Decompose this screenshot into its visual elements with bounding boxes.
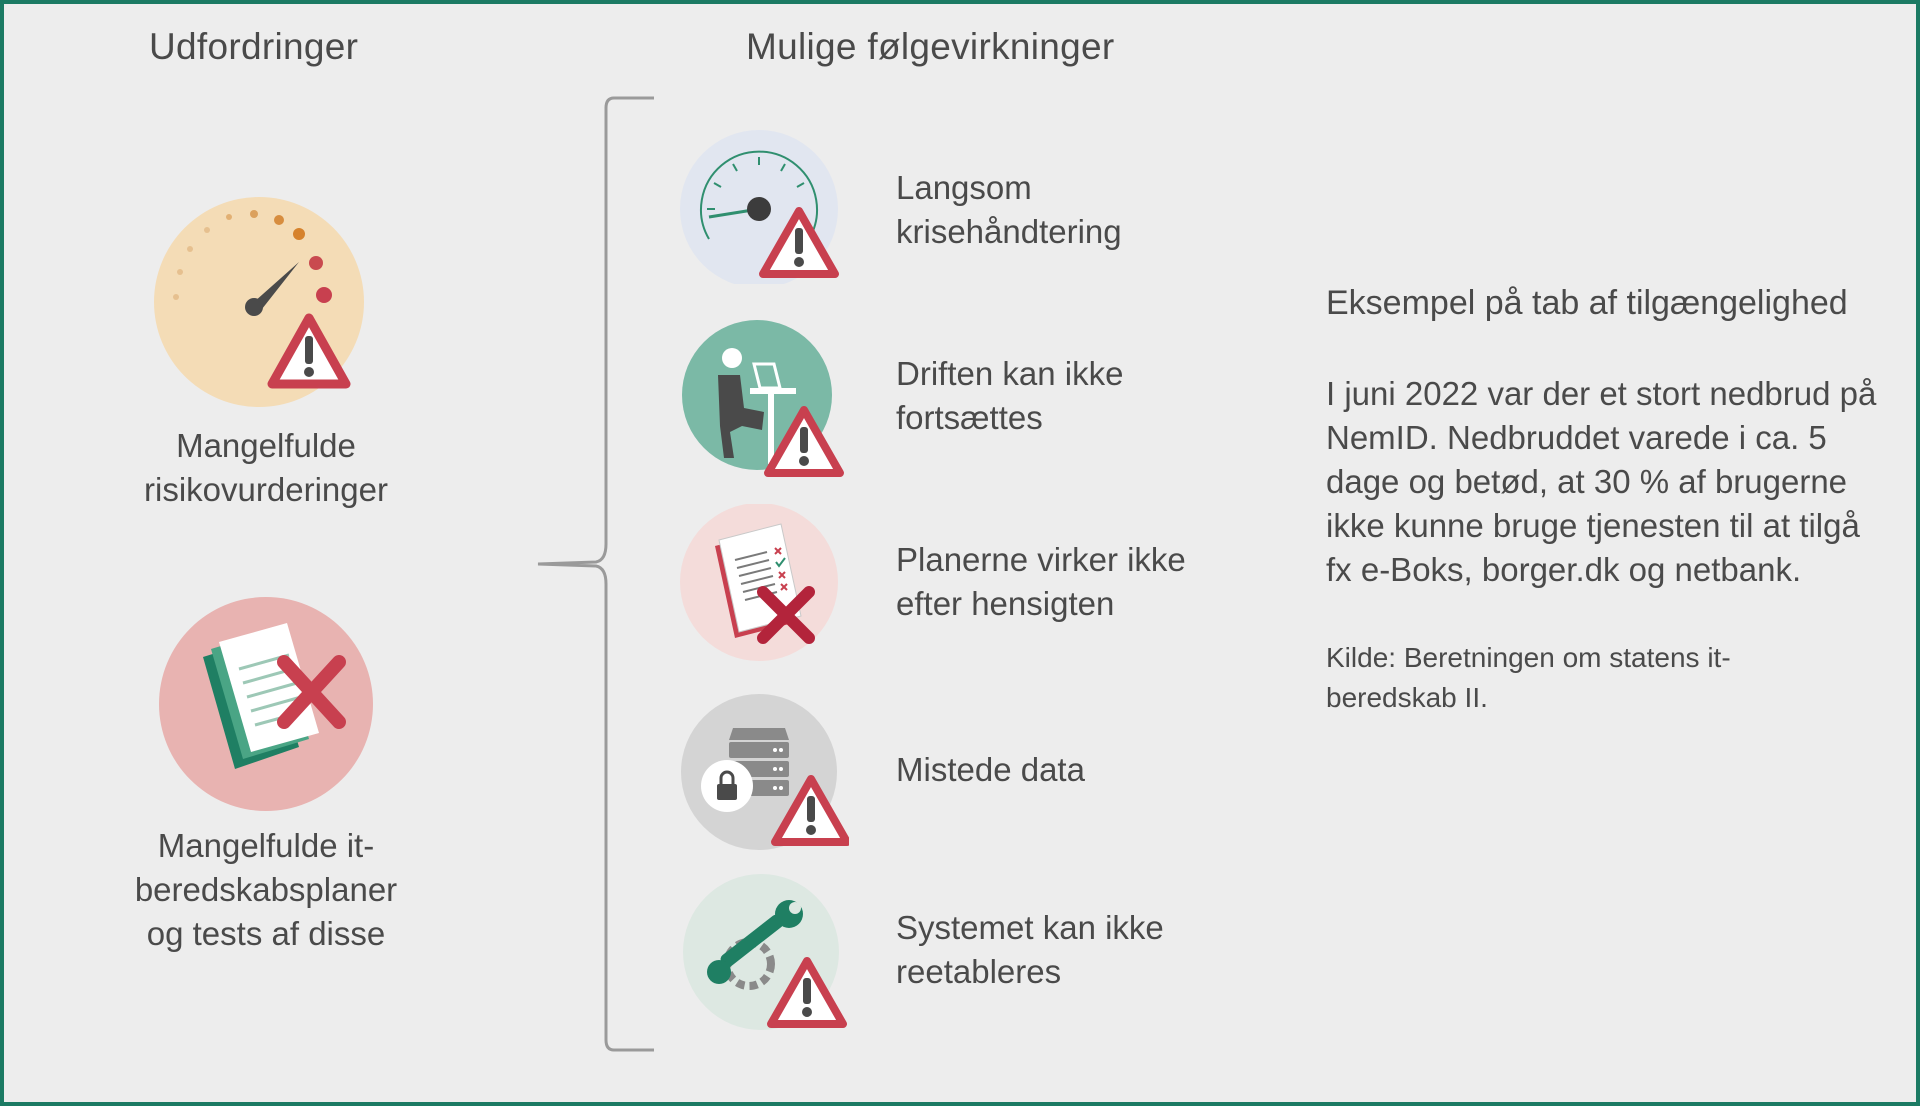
risk-gauge-warning-icon (154, 197, 364, 407)
consequence-1-line-2: krisehåndtering (896, 213, 1122, 250)
consequence-label-4: Mistede data (896, 748, 1256, 792)
consequence-1-line-1: Langsom (896, 169, 1032, 206)
speedometer-warning-icon (680, 130, 839, 284)
example-body: I juni 2022 var der et stort nedbrud på … (1326, 375, 1877, 588)
challenge-2-line-1: Mangelfulde it- (157, 827, 375, 864)
consequence-label-2: Driften kan ikke fortsættes (896, 352, 1256, 440)
brace-connector (537, 96, 654, 1052)
challenge-label-1: Mangelfulde risikovurderinger (86, 424, 446, 512)
consequence-label-1: Langsom krisehåndtering (896, 166, 1256, 254)
consequence-5-line-2: reetableres (896, 953, 1062, 990)
challenge-2-line-2: beredskabsplaner (134, 871, 398, 908)
example-source: Kilde: Beretningen om statens it-beredsk… (1326, 642, 1731, 713)
consequences-heading: Mulige følgevirkninger (746, 26, 1115, 67)
consequence-5-line-1: Systemet kan ikke (896, 909, 1164, 946)
consequence-2-line-1: Driften kan ikke (896, 355, 1124, 392)
consequence-4-line-1: Mistede data (896, 751, 1085, 788)
challenge-1-line-1: Mangelfulde (176, 427, 356, 464)
example-title: Eksempel på tab af tilgængelighed (1326, 284, 1848, 322)
challenge-1-line-2: risikovurderinger (144, 471, 388, 508)
consequence-2-line-2: fortsættes (896, 399, 1043, 436)
challenge-2-line-3: og tests af disse (146, 915, 386, 952)
checklist-cross-icon (680, 504, 838, 661)
server-lock-warning-icon (681, 694, 849, 850)
document-cross-icon (159, 597, 373, 811)
tools-warning-icon (683, 874, 847, 1030)
consequence-label-3: Planerne virker ikke efter hensigten (896, 538, 1256, 626)
challenge-label-2: Mangelfulde it- beredskabsplaner og test… (86, 824, 446, 956)
consequence-3-line-1: Planerne virker ikke (896, 541, 1186, 578)
person-at-desk-warning-icon (682, 320, 844, 477)
consequence-3-line-2: efter hensigten (896, 585, 1115, 622)
challenges-heading: Udfordringer (149, 26, 359, 67)
consequence-label-5: Systemet kan ikke reetableres (896, 906, 1256, 994)
